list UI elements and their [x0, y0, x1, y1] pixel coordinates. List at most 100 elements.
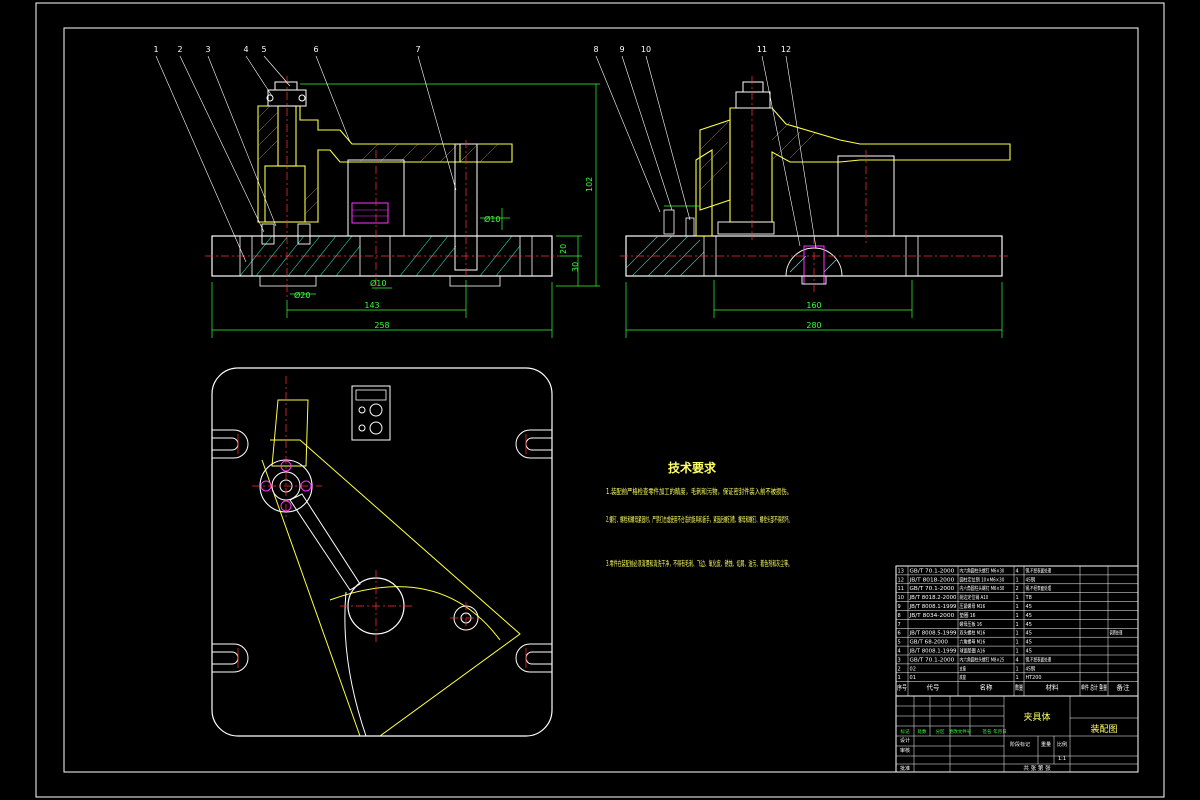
front-leaders [155, 55, 457, 263]
bom-cell: JB/T 8008.5-1999 [908, 631, 956, 637]
side-view: 8 9 10 11 12 160 280 [593, 45, 1011, 338]
dim-width-total: 258 [374, 321, 389, 330]
bom-cell: 1 [1016, 666, 1019, 672]
bom-cell: 4 [1016, 657, 1019, 663]
inner-frame [63, 27, 1139, 773]
front-balloon: 1 [153, 45, 158, 54]
front-balloon: 3 [205, 45, 210, 54]
bom-cell: 圆柱定位销 10×M6×30 [960, 576, 1005, 583]
title-part: 夹具体 [1023, 711, 1050, 723]
bom-cell: 2 [1016, 586, 1019, 592]
title-designer: 设计 [900, 737, 910, 744]
bom-cell: 45钢 [1026, 665, 1036, 672]
bom-cell: JB/T 8034-2000 [908, 613, 954, 619]
bom-cell: 4 [898, 649, 901, 655]
bom-cell: 45 [1026, 640, 1032, 646]
side-dimensions [625, 205, 1003, 338]
bom-cell: 12 [898, 577, 904, 583]
bom-cell: 1 [1016, 675, 1019, 681]
side-dim-width-total: 280 [806, 321, 821, 330]
side-balloon: 10 [641, 45, 651, 54]
title-checker: 审核 [900, 747, 910, 754]
bom-cell: 钢,不经表面处理 [1026, 567, 1052, 574]
top-triangle-support [261, 399, 521, 737]
bom-cell: 1 [1016, 577, 1019, 583]
bom-cell: 钢,不经表面处理 [1026, 656, 1052, 663]
bom-cell: 钢,不经表面处理 [1026, 585, 1052, 592]
bom-cell: 13 [898, 568, 904, 574]
title-weight-label: 重量 [1041, 741, 1051, 748]
bom-header-cell: 材料 [1046, 683, 1060, 692]
bom-cell: 支座 [960, 665, 966, 672]
bom-cell: 11 [898, 586, 904, 592]
dim-phi2: Ø10 [370, 278, 386, 288]
front-balloon: 4 [243, 45, 248, 54]
bom-cell: 内六角圆柱头螺钉 M8×25 [960, 656, 1005, 663]
front-balloon: 7 [415, 45, 420, 54]
bom-header-cell: 数量 [1015, 683, 1023, 692]
bom-cell: 削边定位销 A10 [960, 594, 989, 601]
front-balloon: 5 [261, 45, 266, 54]
title-mark-cell: 年月日 [993, 728, 1007, 735]
bom-cell: 45 [1026, 649, 1032, 655]
title-scale: 1:1 [1058, 756, 1066, 762]
side-dim-width-inner: 160 [806, 301, 821, 310]
bom-cell: GB/T 70.1-2000 [910, 657, 955, 663]
bom-cell: 内六角圆柱头螺钉 M6×30 [960, 585, 1005, 592]
top-base-outline [211, 367, 553, 737]
bom-cell: JB/T 8018.2-2000 [908, 595, 956, 601]
bom-cell: T8 [1024, 595, 1031, 601]
bom-cell: GB/T 70.1-2000 [910, 586, 955, 592]
bom-cell: 45 [1026, 604, 1032, 610]
bom-cell: 压紧螺母 M16 [960, 603, 986, 610]
front-support-hatch [257, 105, 499, 215]
front-view: 1 2 3 4 5 6 7 102 Ø10 20 30 Ø10 Ø20 143 … [153, 45, 600, 338]
tech-req-item-1: 1.装配前严格检查零件加工的精度，毛刺和污物，保证密封件装入前不被损伤。 [606, 486, 792, 496]
bom-cell: 1 [1016, 640, 1019, 646]
bom-cell: 7 [898, 622, 901, 628]
side-balloon: 8 [593, 45, 598, 54]
title-drawing-name: 装配图 [1090, 723, 1117, 735]
front-balloon: 2 [177, 45, 182, 54]
bom-cell: GB/T 68-2000 [910, 640, 948, 646]
bom-cell: 8 [898, 613, 901, 619]
top-view [211, 367, 553, 737]
dim-phi: Ø10 [484, 214, 500, 224]
bom-cell: 45钢 [1026, 576, 1036, 583]
bom-cell: 9 [898, 604, 901, 610]
dim-h2: 30 [571, 262, 580, 272]
bom-cell: JB/T 8018-2000 [908, 577, 954, 583]
bom-cell: 球面垫圈 A16 [960, 648, 986, 655]
side-balloon: 9 [619, 45, 624, 54]
bom-cell: 02 [910, 666, 916, 672]
bom-cell: 内六角圆柱头螺钉 M6×30 [960, 567, 1005, 574]
title-sheet: 共 张 第 张 [1023, 764, 1051, 772]
bom-header-cell: 序号 [897, 683, 907, 692]
bom-cell: 45 [1026, 613, 1032, 619]
bom-header-cell: 单件 总计 重量 [1081, 683, 1107, 692]
bom-cell: 六角螺母 M16 [960, 639, 986, 646]
bom-cell: JB/T 8008.1-1999 [908, 649, 956, 655]
side-balloon: 12 [781, 45, 791, 54]
front-dimensions [211, 83, 600, 338]
bom-cell: 45 [1026, 622, 1032, 628]
side-clamp-arm [695, 107, 1011, 237]
bom-cell: 调质处理 [1110, 630, 1123, 637]
bom-cell: 45 [1026, 631, 1032, 637]
tech-req-title: 技术要求 [668, 460, 717, 475]
title-mark-cell: 更改文件号 [949, 728, 972, 735]
side-balloon: 11 [757, 45, 767, 54]
bom-header-cell: 名称 [980, 683, 994, 692]
bom-cell: 底座 [960, 674, 966, 681]
title-mark-cell: 处数 [918, 728, 927, 735]
dim-h: 20 [559, 244, 568, 254]
bom-header-cell: 备注 [1117, 683, 1131, 692]
outer-frame [35, 2, 1165, 798]
front-balloon: 6 [313, 45, 318, 54]
bom-cell: HT200 [1026, 675, 1042, 681]
tech-requirements: 技术要求 1.装配前严格检查零件加工的精度，毛刺和污物，保证密封件装入前不被损伤… [606, 460, 792, 568]
tech-req-item-2: 2.螺钉、螺栓和螺母紧固时，严禁打击或使用不合适的旋具和扳手，紧固后螺钉槽、螺母… [606, 514, 792, 524]
bom-cell: 双头螺柱 M16 [960, 630, 986, 637]
bom-cell: 4 [1016, 568, 1019, 574]
